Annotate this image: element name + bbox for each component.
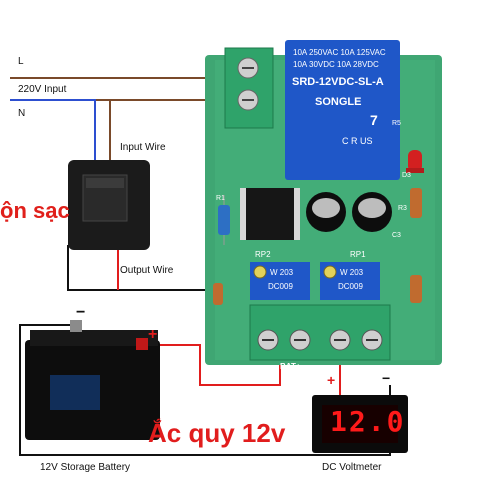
ic-chip [240, 188, 300, 240]
capacitor-2 [352, 192, 392, 232]
potentiometer-rp2 [250, 262, 310, 300]
battery-12v [25, 320, 160, 440]
label-output-wire: Output Wire [120, 265, 174, 276]
relay-rating-2: 10A 30VDC 10A 28VDC [293, 60, 379, 69]
bat-label: BAT+ [280, 362, 301, 371]
pot-left-sub: DC009 [268, 282, 293, 291]
potentiometer-rp1 [320, 262, 380, 300]
relay-pin-number: 7 [370, 112, 378, 128]
battery-minus-sign: − [76, 304, 86, 321]
relay-brand: SONGLE [315, 96, 362, 108]
label-l: L [18, 56, 24, 67]
capacitor-1 [306, 192, 346, 232]
rp2-label: RP2 [255, 250, 271, 259]
input-terminal-block [224, 47, 274, 129]
relay-cert: C R US [342, 136, 373, 146]
dc-voltmeter [312, 395, 408, 453]
power-adapter [68, 160, 150, 250]
rp1-label: RP1 [350, 250, 366, 259]
neutral-wire-blue [10, 99, 96, 160]
label-n: N [18, 108, 26, 119]
battery-overlay-text: Ắc quy 12v [148, 418, 286, 448]
c3-label: C3 [392, 232, 401, 239]
adapter-output-black [67, 245, 260, 291]
label-input-wire: Input Wire [120, 142, 166, 153]
vm-plus-sign: + [327, 372, 336, 388]
pot-left-code: W 203 [270, 268, 294, 277]
resistor-small [213, 275, 422, 305]
r5-label: R5 [392, 120, 401, 127]
pot-right-sub: DC009 [338, 282, 363, 291]
r3-label: R3 [398, 205, 407, 212]
relay-rating-1: 10A 250VAC 10A 125VAC [293, 48, 386, 57]
voltmeter-caption: DC Voltmeter [322, 462, 382, 473]
pot-right-code: W 203 [340, 268, 364, 277]
d3-label: D3 [402, 172, 411, 179]
output-terminal-block [249, 304, 391, 361]
vm-minus-sign: − [382, 370, 391, 386]
relay [285, 40, 400, 180]
resistor-r1 [218, 195, 230, 245]
battery-positive-wire [148, 340, 281, 386]
battery-plus-sign: + [148, 326, 158, 343]
resistor-r3 [410, 188, 422, 218]
r1-label: R1 [216, 195, 225, 202]
label-220v-input: 220V Input [18, 84, 67, 95]
led-indicator [406, 150, 424, 173]
battery-caption: 12V Storage Battery [40, 462, 131, 473]
voltmeter-reading: 12.0 [330, 405, 406, 438]
charger-overlay-text: ộn sạc [0, 198, 70, 223]
relay-model: SRD-12VDC-SL-A [292, 76, 384, 88]
